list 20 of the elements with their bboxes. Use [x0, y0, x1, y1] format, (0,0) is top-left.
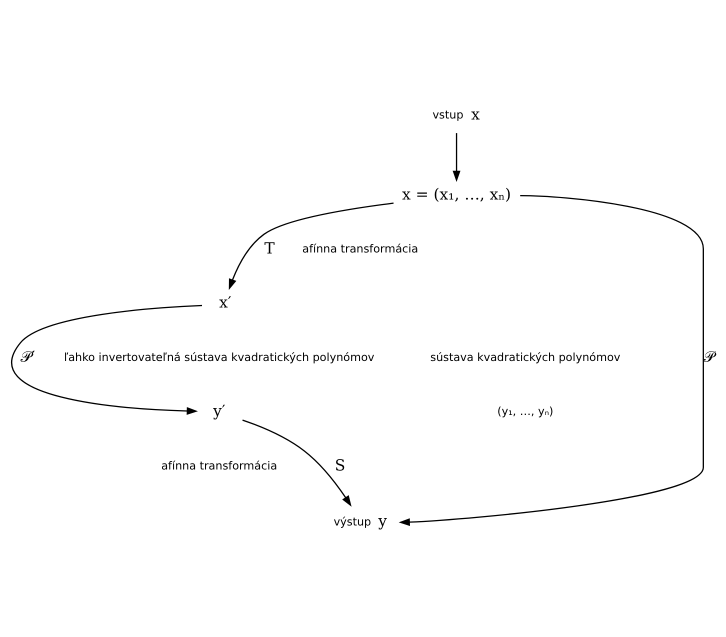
edge-label: S [334, 456, 346, 474]
label: afínna transformácia [302, 242, 418, 256]
arrow [398, 194, 704, 526]
arrow [242, 418, 352, 506]
label: (y₁, …, yₙ) [497, 404, 554, 418]
label: afínna transformácia [161, 458, 278, 472]
node-text: y [378, 512, 388, 530]
label: ľahko invertovateľná sústava kvadratických polynómov [64, 350, 374, 364]
node-label: vstup [432, 108, 464, 122]
node-text: x′ [219, 293, 232, 312]
arrow [12, 304, 202, 414]
edge-label: T [264, 239, 275, 258]
arrow [452, 132, 460, 182]
node-text: y′ [213, 402, 226, 420]
node-text: x = (x₁, …, xₙ) [402, 184, 512, 203]
label: sústava kvadratických polynómov [430, 350, 620, 364]
arrow [228, 202, 394, 290]
edge-label: 𝒫′ [20, 347, 36, 366]
node-label: výstup [334, 514, 372, 528]
node-text: x [471, 104, 480, 123]
